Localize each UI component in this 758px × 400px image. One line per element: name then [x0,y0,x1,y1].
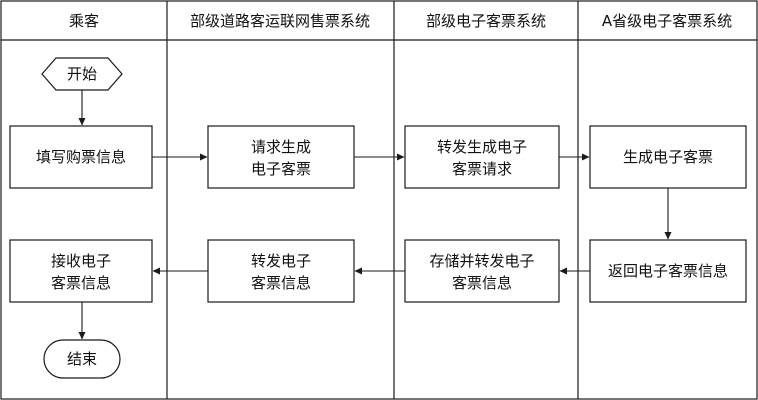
node-store-forward-line1: 存储并转发电子 [429,252,534,270]
node-receive-info-line1: 接收电子 [51,252,111,270]
node-forward-info-line1: 转发电子 [251,252,311,270]
lane-header-province-eticket-system: A省级电子客票系统 [602,12,732,30]
node-forward-info [207,239,355,303]
node-return-ticket-info [589,239,747,303]
node-request-generate-line1: 请求生成 [251,138,311,156]
node-store-forward-line2: 客票信息 [452,274,512,292]
node-forward-request [404,125,560,189]
node-generate-ticket [589,125,747,189]
end-node [43,339,121,379]
start-node-label: 开始 [67,65,97,83]
node-request-generate [207,125,355,189]
lane-header-ticketing-system: 部级道路客运联网售票系统 [190,12,370,30]
node-generate-ticket-label: 生成电子客票 [623,148,713,166]
node-forward-info-line2: 客票信息 [251,274,311,292]
node-receive-info [9,239,153,303]
start-node [41,57,123,91]
node-return-ticket-info-label: 返回电子客票信息 [608,262,728,280]
node-request-generate-line2: 电子客票 [251,160,311,178]
node-store-forward [404,239,560,303]
node-receive-info-line2: 客票信息 [51,274,111,292]
node-forward-request-line2: 客票请求 [452,160,512,178]
node-forward-request-line1: 转发生成电子 [437,138,527,156]
node-fill-purchase-info-label: 填写购票信息 [36,148,126,166]
end-node-label: 结束 [67,350,97,368]
lane-header-ministry-eticket-system: 部级电子客票系统 [426,12,546,30]
lane-header-passenger: 乘客 [69,12,99,30]
